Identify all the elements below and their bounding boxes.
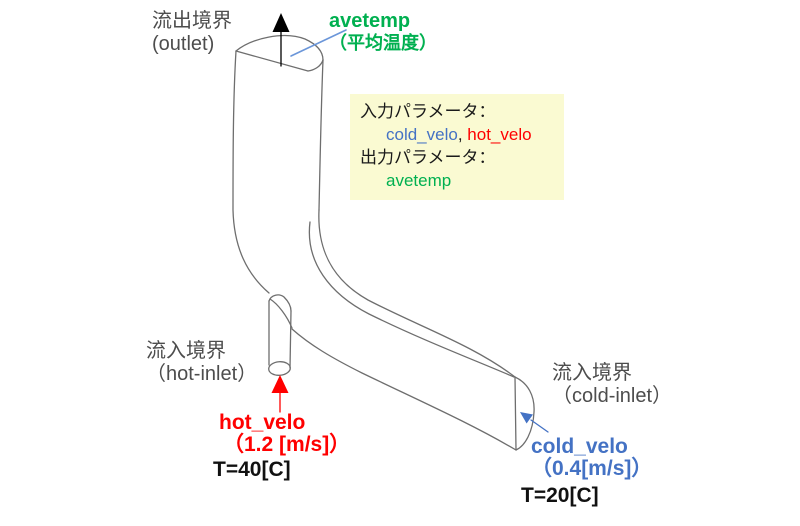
hot-inlet-junction-line xyxy=(269,298,293,329)
pipe-top-face-rim xyxy=(235,35,324,61)
outlet-arrow-head-icon xyxy=(272,13,290,32)
cold-inlet-temp: T=20[C] xyxy=(521,484,599,507)
outlet-label-jp: 流出境界 xyxy=(152,10,232,32)
cold-inlet-face-arc xyxy=(514,376,535,451)
cold-inlet-label-jp: 流入境界 xyxy=(552,362,632,384)
cold-inlet-label: 流入境界 （cold-inlet） xyxy=(552,362,672,408)
pipe-bottom-silhouette xyxy=(291,328,517,451)
parameter-box: 入力パラメータ： cold_velo, hot_velo 出力パラメータ： av… xyxy=(350,94,564,200)
cold-inlet-label-en: （cold-inlet） xyxy=(552,385,673,407)
param-input-cold: cold_velo xyxy=(386,125,458,144)
param-box-input-values: cold_velo, hot_velo xyxy=(360,123,554,146)
pipe-top-face-edge xyxy=(235,50,309,72)
cold-inlet-face-edge xyxy=(514,376,517,451)
pipe-inner-bend-line xyxy=(318,209,516,378)
avetemp-callout-desc: （平均温度） xyxy=(329,33,437,53)
pipe-left-silhouette xyxy=(232,50,270,294)
hot-inlet-label-en: （hot-inlet） xyxy=(146,363,258,385)
param-box-input-label: 入力パラメータ： xyxy=(360,102,496,121)
hot-inlet-pipe-bottom-rim xyxy=(268,361,291,376)
cold-velo-label: cold_velo xyxy=(531,435,628,458)
hot-velo-value: （1.2 [m/s]） xyxy=(223,433,351,456)
hot-inlet-arrow-head-icon xyxy=(271,375,289,393)
hot-inlet-pipe-cap xyxy=(268,294,292,312)
hot-velo-label: hot_velo xyxy=(219,411,306,434)
cold-inlet-arrow xyxy=(530,419,549,433)
hot-inlet-pipe-right-edge xyxy=(289,310,292,369)
param-input-separator: , xyxy=(457,125,468,144)
pipe-ridge-line xyxy=(308,221,515,378)
avetemp-callout: avetemp （平均温度） xyxy=(329,10,437,54)
param-input-hot: hot_velo xyxy=(467,125,532,144)
hot-inlet-temp: T=40[C] xyxy=(213,458,291,481)
param-box-output-label: 出力パラメータ： xyxy=(360,148,496,167)
cold-velo-value: （0.4[m/s]） xyxy=(531,457,653,480)
param-output-value: avetemp xyxy=(386,171,452,190)
hot-inlet-label-jp: 流入境界 xyxy=(146,340,226,362)
avetemp-callout-name: avetemp xyxy=(329,10,411,32)
hot-inlet-label: 流入境界 （hot-inlet） xyxy=(146,340,257,386)
pipe-top-face-corner-arc xyxy=(307,59,324,72)
outlet-label-en: (outlet) xyxy=(152,33,215,55)
cold-inlet-arrow-head-icon xyxy=(520,412,533,424)
avetemp-leader-line xyxy=(290,29,347,57)
outlet-label: 流出境界 (outlet) xyxy=(152,10,232,56)
pipe-right-silhouette xyxy=(318,59,324,211)
